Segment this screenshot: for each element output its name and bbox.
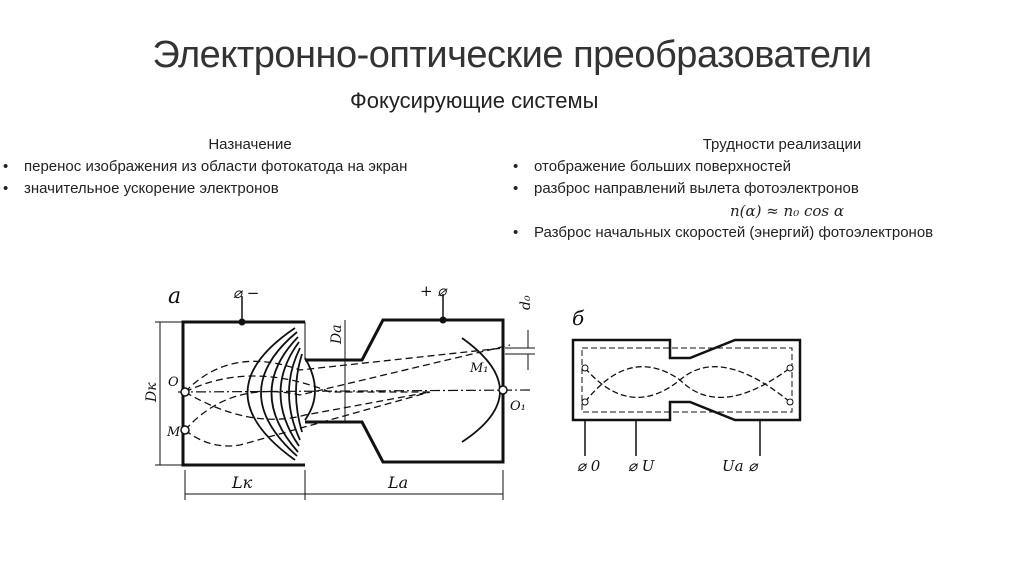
- purpose-item: значительное ускорение электронов: [0, 178, 500, 200]
- cosine-formula: n(α) ≈ n₀ cos α: [729, 202, 845, 220]
- cathode-diameter-label: Dк: [144, 382, 160, 403]
- terminal-U-label: ⌀ U: [628, 457, 656, 475]
- point-O-label: O: [168, 375, 179, 390]
- terminal-Ua-label: Uа ⌀: [722, 457, 759, 475]
- purpose-column: Назначение перенос изображения из област…: [0, 134, 500, 200]
- difficulty-item: Разброс начальных скоростей (энергий) фо…: [510, 222, 1024, 244]
- diagram-a-label: а: [168, 284, 181, 309]
- terminal-0-label: ⌀ 0: [577, 457, 601, 475]
- anode-terminal-label: + ⌀: [420, 282, 448, 300]
- difficulties-column: Трудности реализации отображение больших…: [510, 134, 1024, 244]
- point-M1-label: M₁: [469, 361, 489, 376]
- slide-title: Электронно-оптические преобразователи: [152, 34, 872, 76]
- slide-subtitle: Фокусирующие системы: [350, 88, 599, 113]
- cathode-length-label: Lк: [231, 473, 253, 492]
- difficulty-item: разброс направлений вылета фотоэлектроно…: [510, 178, 1024, 200]
- cathode-terminal-label: ⌀ −: [233, 284, 259, 302]
- purpose-item: перенос изображения из области фотокатод…: [0, 156, 500, 178]
- diagram-a: а ⌀ − + ⌀ Dк Dа d₀ O M M₁ O₁ Lк Lа: [144, 282, 535, 500]
- diagram-b: б ⌀ 0 ⌀ U Uа ⌀: [571, 306, 802, 475]
- difficulties-heading: Трудности реализации: [702, 136, 862, 153]
- point-O1-label: O₁: [510, 399, 526, 414]
- difficulty-item: отображение больших поверхностей: [510, 156, 1024, 178]
- diagram-b-label: б: [572, 306, 585, 330]
- purpose-heading: Назначение: [208, 136, 292, 153]
- d0-label: d₀: [518, 295, 534, 310]
- point-M-label: M: [166, 425, 181, 440]
- anode-length-label: Lа: [387, 473, 408, 492]
- anode-aperture-label: Dа: [329, 324, 345, 345]
